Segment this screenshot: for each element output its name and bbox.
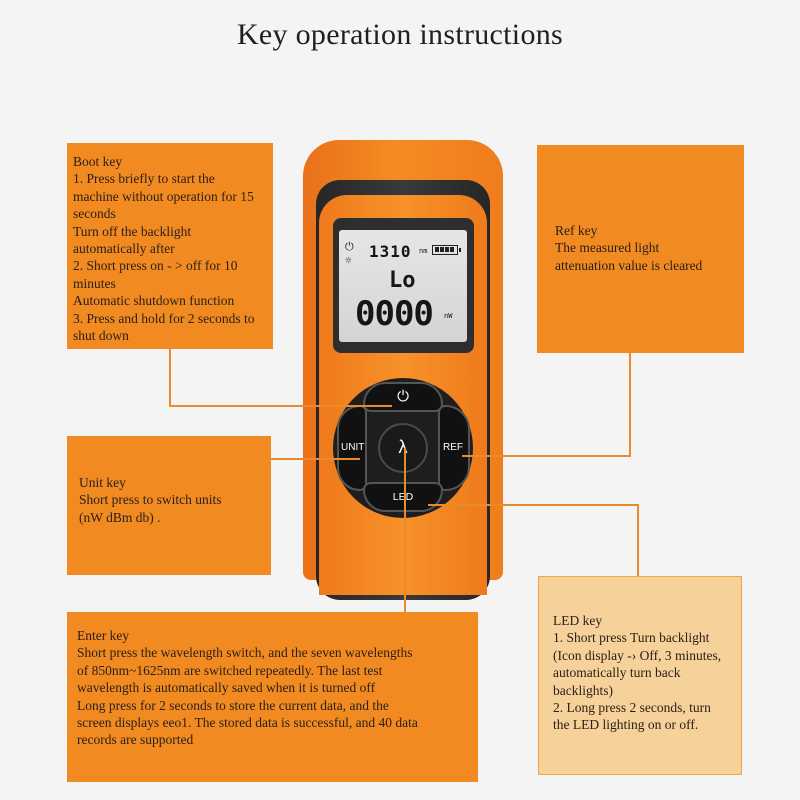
ref-callout-title: Ref key xyxy=(555,223,598,238)
enter-callout-line: of 850nm~1625nm are switched repeatedly.… xyxy=(77,662,383,678)
boot-callout-line: Automatic shutdown function xyxy=(73,293,235,309)
led-callout-line: (Icon display -› Off, 3 minutes, xyxy=(553,647,722,663)
led-callout-line: 2. Long press 2 seconds, turn xyxy=(553,700,711,716)
led-callout-line: automatically turn back xyxy=(553,665,681,681)
unit-callout-line: (nW dBm db) . xyxy=(79,509,161,525)
ref-callout-line: attenuation value is cleared xyxy=(555,257,703,273)
ref-callout-line: The measured light xyxy=(555,240,660,256)
enter-callout-line: records are supported xyxy=(77,732,194,748)
unit-callout-title: Unit key xyxy=(79,475,126,490)
ref-key-label: REF xyxy=(443,442,463,453)
lcd-screen: ⏻ ☼ 1310 nm Lo 0000 nW xyxy=(339,230,467,342)
enter-key-callout: Enter key Short press the wavelength swi… xyxy=(67,612,478,782)
boot-callout-line: 1. Press briefly to start the xyxy=(73,171,215,187)
led-callout-title: LED key xyxy=(553,613,603,628)
unit-callout-line: Short press to switch units xyxy=(79,492,222,508)
boot-callout-line: seconds xyxy=(73,206,116,222)
led-callout-line: 1. Short press Turn backlight xyxy=(553,630,710,646)
battery-icon xyxy=(432,245,461,255)
boot-callout-line: 2. Short press on - > off for 10 xyxy=(73,258,238,274)
reading-unit: nW xyxy=(444,312,453,320)
wavelength-readout: 1310 xyxy=(369,242,412,261)
unit-key-callout: Unit key Short press to switch units (nW… xyxy=(67,436,271,575)
page-title: Key operation instructions xyxy=(236,18,564,51)
enter-callout-line: Short press the wavelength switch, and t… xyxy=(77,645,413,661)
boot-callout-line: automatically after xyxy=(73,241,175,257)
backlight-icon: ☼ xyxy=(345,254,352,267)
power-key[interactable]: ⏻ xyxy=(363,382,443,412)
boot-callout-line: 3. Press and hold for 2 seconds to xyxy=(73,310,255,326)
unit-key-label: UNIT xyxy=(341,442,365,453)
enter-callout-line: screen displays eeo1. The stored data is… xyxy=(77,715,418,731)
mode-readout: Lo xyxy=(389,268,416,293)
led-key[interactable]: LED xyxy=(363,482,443,512)
enter-callout-line: wavelength is automatically saved when i… xyxy=(77,680,376,696)
enter-callout-line: Long press for 2 seconds to store the cu… xyxy=(77,697,389,713)
power-icon: ⏻ xyxy=(345,240,354,253)
enter-callout-title: Enter key xyxy=(77,628,130,643)
boot-callout-line: shut down xyxy=(73,328,129,344)
wavelength-unit: nm xyxy=(419,247,428,255)
boot-callout-line: minutes xyxy=(73,275,116,291)
led-key-callout: LED key 1. Short press Turn backlight (I… xyxy=(538,576,742,775)
boot-key-callout: Boot key 1. Press briefly to start the m… xyxy=(67,143,273,349)
enter-key[interactable]: λ xyxy=(378,423,428,473)
power-reading: 0000 xyxy=(355,294,434,334)
boot-callout-line: machine without operation for 15 xyxy=(73,188,254,204)
boot-callout-title: Boot key xyxy=(73,154,123,169)
boot-callout-line: Turn off the backlight xyxy=(73,223,192,239)
led-callout-line: backlights) xyxy=(553,682,613,698)
ref-key-callout: Ref key The measured light attenuation v… xyxy=(537,145,744,353)
led-callout-line: the LED lighting on or off. xyxy=(553,717,699,733)
